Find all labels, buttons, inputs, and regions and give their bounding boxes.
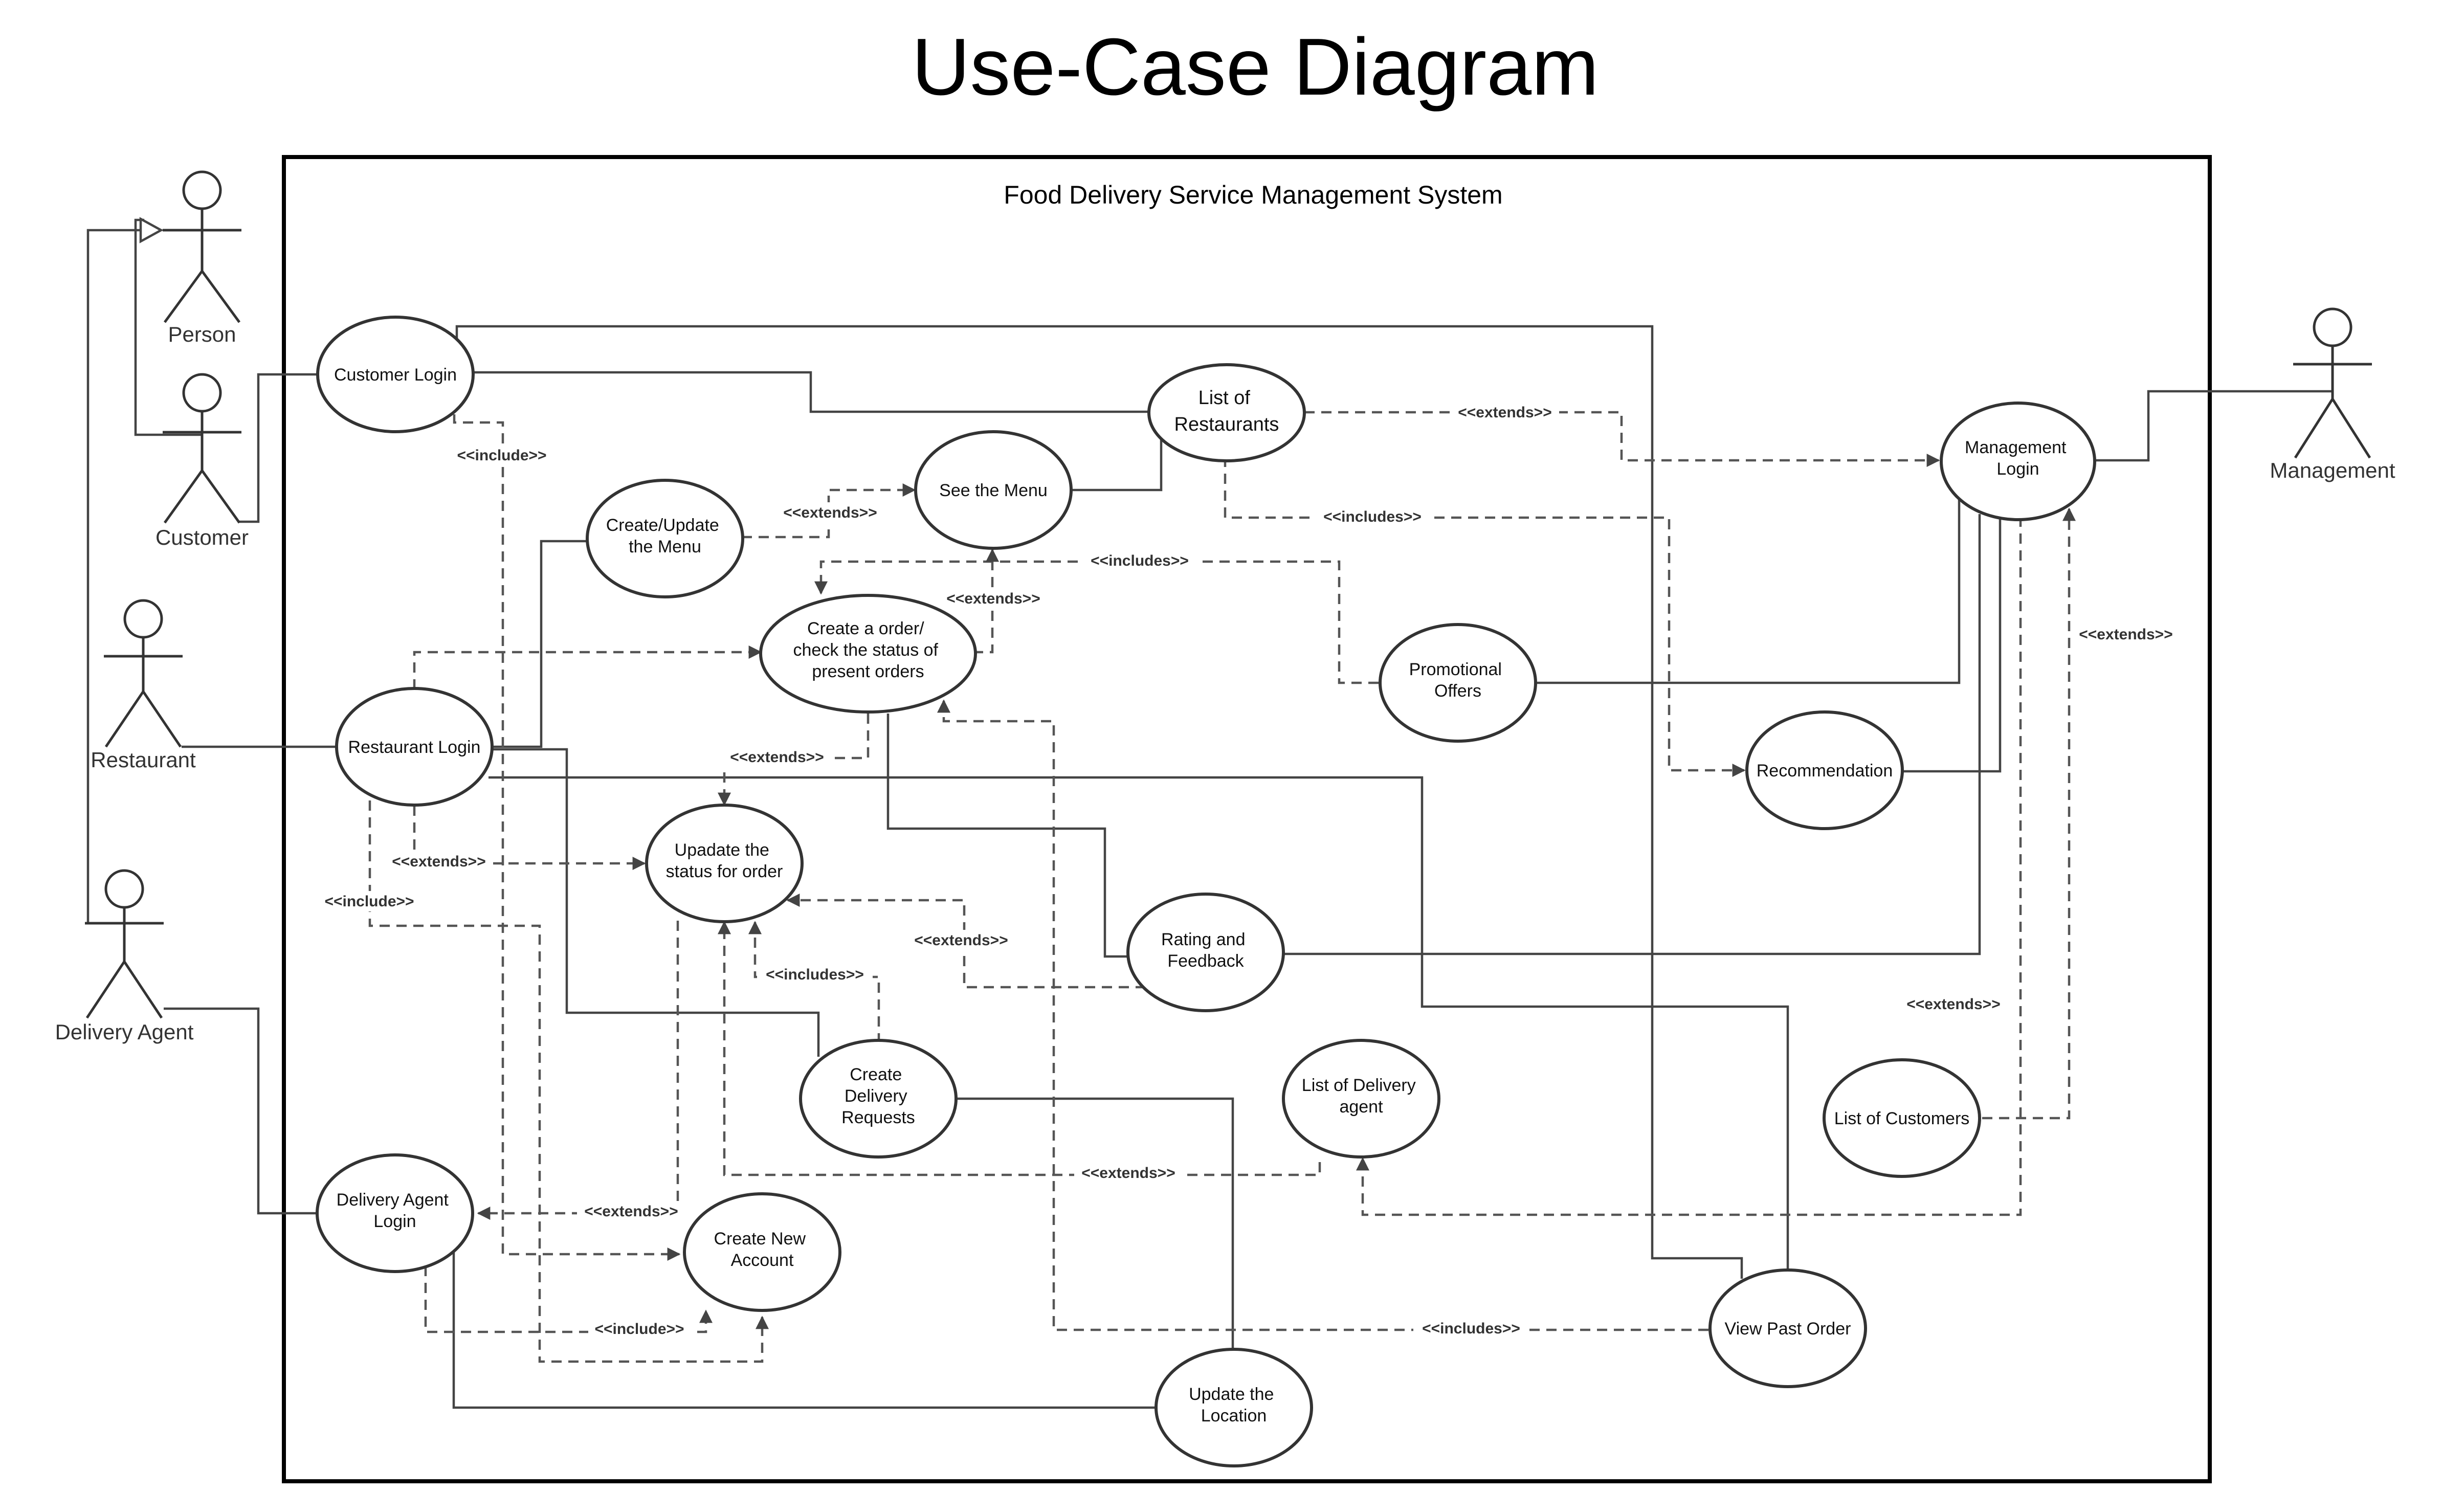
label-includes-2: <<includes>> <box>1091 552 1189 569</box>
actor-customer: Customer <box>156 373 249 549</box>
use-case-label: Promotional Offers <box>1409 660 1507 701</box>
use-case-management-login[interactable]: Management Login <box>1940 402 2096 521</box>
use-case-label: Recommendation <box>1757 761 1893 781</box>
label-includes-3: <<includes>> <box>766 966 864 983</box>
actor-label-customer: Customer <box>156 525 249 549</box>
label-extends-8: <<extends>> <box>1906 996 2000 1013</box>
label-extends-3: <<extends>> <box>946 590 1040 607</box>
use-case-label: Management Login <box>1965 438 2071 479</box>
label-extends-10: <<extends>> <box>584 1203 678 1220</box>
use-case-label: Restaurant Login <box>348 738 481 757</box>
customer-figure-icon <box>163 373 241 524</box>
use-case-create-order[interactable]: Create a order/ check the status of pres… <box>759 594 977 714</box>
label-extends-4: <<extends>> <box>2079 626 2172 643</box>
label-extends-2: <<extends>> <box>1458 404 1551 421</box>
label-extends-7: <<extends>> <box>914 932 1008 949</box>
use-case-list-of-customers[interactable]: List of Customers <box>1823 1058 1981 1178</box>
use-case-label: Upadate the status for order <box>666 840 783 881</box>
management-figure-icon <box>2293 307 2372 459</box>
actor-restaurant: Restaurant <box>91 599 196 772</box>
system-name: Food Delivery Service Management System <box>1004 181 1502 209</box>
use-case-label: Create Delivery Requests <box>841 1065 915 1127</box>
use-case-label: Update the Location <box>1189 1385 1279 1426</box>
use-case-label: Create/Update the Menu <box>606 516 724 556</box>
use-case-label: Customer Login <box>334 365 457 385</box>
label-extends-6: <<extends>> <box>392 853 485 870</box>
use-case-update-status[interactable]: Upadate the status for order <box>645 804 804 923</box>
label-extends-1: <<extends>> <box>783 504 877 521</box>
use-case-label: List of Delivery agent <box>1302 1076 1420 1117</box>
use-case-restaurant-login[interactable]: Restaurant Login <box>335 687 494 807</box>
use-case-create-delivery-requests[interactable]: Create Delivery Requests <box>799 1039 958 1159</box>
use-case-list-of-delivery-agent[interactable]: List of Delivery agent <box>1282 1039 1440 1159</box>
label-includes-1: <<includes>> <box>1323 508 1422 525</box>
use-case-create-update-menu[interactable]: Create/Update the Menu <box>586 479 744 598</box>
use-case-create-new-account[interactable]: Create New Account <box>683 1192 841 1312</box>
use-case-label: List of Restaurants <box>1174 387 1279 435</box>
actor-label-management: Management <box>2270 458 2395 482</box>
label-include-3: <<include>> <box>594 1321 684 1338</box>
actor-label-restaurant: Restaurant <box>91 748 196 772</box>
use-case-label: View Past Order <box>1725 1319 1851 1339</box>
diagram-title: Use-Case Diagram <box>912 22 1599 112</box>
use-case-label: Create New Account <box>714 1229 811 1270</box>
use-case-label: Delivery Agent Login <box>337 1190 454 1231</box>
use-case-promotional-offers[interactable]: Promotional Offers <box>1379 623 1537 743</box>
use-case-delivery-agent-login[interactable]: Delivery Agent Login <box>316 1153 474 1273</box>
label-extends-5: <<extends>> <box>730 749 824 766</box>
delivery-agent-figure-icon <box>85 869 164 1019</box>
actor-label-delivery-agent: Delivery Agent <box>55 1020 194 1044</box>
use-case-list-of-restaurants[interactable]: List of Restaurants <box>1147 363 1306 462</box>
actor-management: Management <box>2270 307 2395 482</box>
use-case-update-location[interactable]: Update the Location <box>1155 1348 1313 1467</box>
use-case-recommendation[interactable]: Recommendation <box>1745 710 1904 830</box>
use-case-customer-login[interactable]: Customer Login <box>316 316 475 433</box>
use-case-label: Create a order/ check the status of pres… <box>793 619 943 681</box>
use-case-see-the-menu[interactable]: See the Menu <box>914 430 1073 550</box>
relation-labels: <<include>> <<extends>> <<extends>> <<in… <box>318 402 2180 1339</box>
use-case-label: See the Menu <box>939 481 1048 500</box>
person-figure-icon <box>163 170 241 323</box>
label-includes-4: <<includes>> <box>1422 1320 1520 1337</box>
actor-label-person: Person <box>168 322 236 346</box>
label-include-1: <<include>> <box>457 447 546 464</box>
system-boundary <box>282 155 2212 1483</box>
label-extends-9: <<extends>> <box>1081 1165 1175 1182</box>
restaurant-figure-icon <box>104 599 183 748</box>
label-include-2: <<include>> <box>324 893 414 910</box>
use-case-view-past-order[interactable]: View Past Order <box>1708 1268 1867 1388</box>
actor-person: Person <box>163 170 241 346</box>
use-case-label: List of Customers <box>1834 1109 1970 1128</box>
actor-delivery-agent: Delivery Agent <box>55 869 194 1044</box>
use-case-rating-feedback[interactable]: Rating and Feedback <box>1126 893 1285 1012</box>
use-case-label: Rating and Feedback <box>1161 930 1250 971</box>
association-lines <box>86 217 2333 1409</box>
